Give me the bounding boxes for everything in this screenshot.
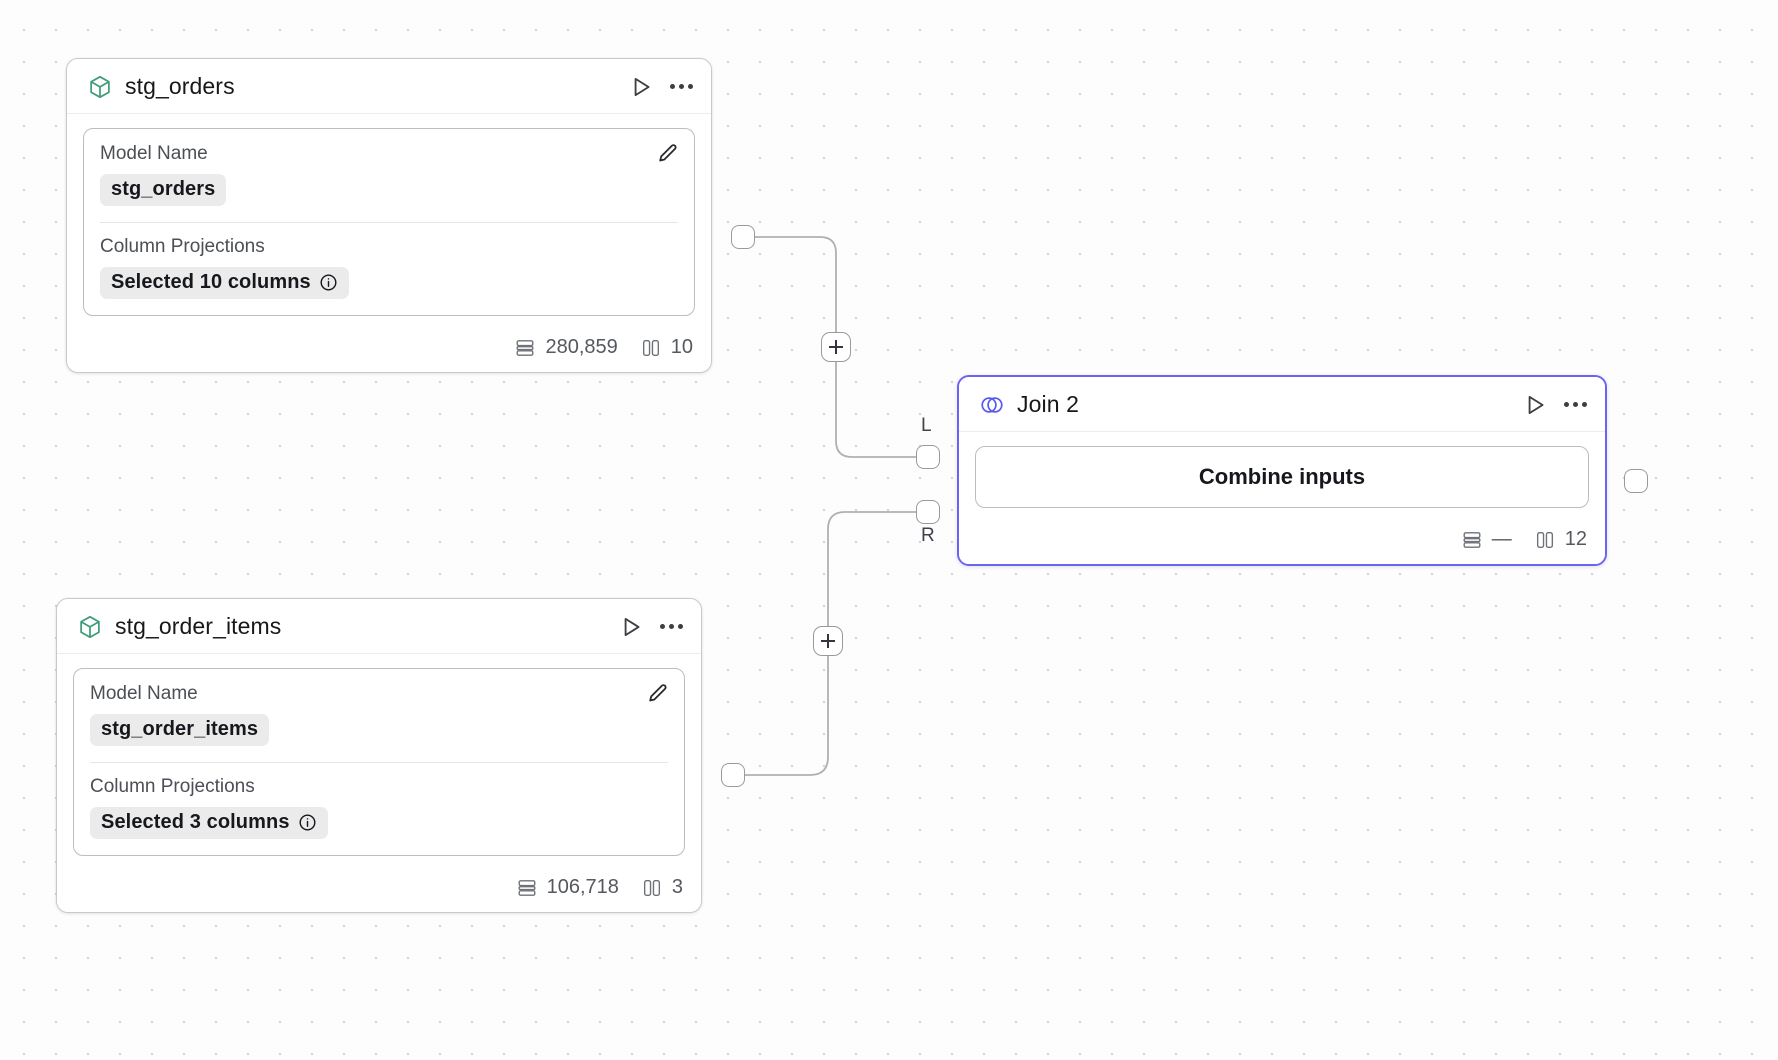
edit-pencil-icon[interactable] xyxy=(645,682,670,707)
port-output-stg-orders[interactable] xyxy=(731,225,755,249)
column-count-value: 10 xyxy=(670,336,693,358)
run-icon[interactable] xyxy=(1522,392,1548,418)
node-header: Join 2 xyxy=(959,377,1605,432)
node-body: Combine inputs xyxy=(959,432,1605,520)
info-icon[interactable] xyxy=(319,273,338,292)
row-count-value: 280,859 xyxy=(545,336,618,358)
column-count-stat: 3 xyxy=(641,876,683,899)
combine-inputs-button[interactable]: Combine inputs xyxy=(975,446,1589,508)
model-name-label: Model Name xyxy=(100,143,208,164)
column-count-value: 3 xyxy=(671,876,683,898)
column-count-stat: 12 xyxy=(1534,528,1587,551)
node-footer: — 12 xyxy=(959,520,1605,564)
node-header-actions xyxy=(1522,392,1587,418)
port-output-stg-order-items[interactable] xyxy=(721,763,745,787)
node-header: stg_order_items xyxy=(57,599,701,654)
more-options-icon[interactable] xyxy=(1564,398,1587,411)
node-header: stg_orders xyxy=(67,59,711,114)
info-icon[interactable] xyxy=(298,813,317,832)
cube-icon xyxy=(77,614,103,640)
node-stg-orders[interactable]: stg_orders Model Name xyxy=(66,58,712,373)
model-name-value[interactable]: stg_order_items xyxy=(90,714,270,746)
port-label-left: L xyxy=(921,415,932,436)
column-projections-value[interactable]: Selected 3 columns xyxy=(90,807,328,839)
model-name-label: Model Name xyxy=(90,683,198,704)
port-input-join-right[interactable] xyxy=(916,500,940,524)
row-count-value: — xyxy=(1491,528,1512,550)
column-projections-label: Column Projections xyxy=(90,776,255,797)
row-count-stat: — xyxy=(1461,528,1512,551)
edit-pencil-icon[interactable] xyxy=(655,142,680,167)
combine-inputs-label: Combine inputs xyxy=(1198,464,1366,489)
column-projections-value[interactable]: Selected 10 columns xyxy=(100,267,349,299)
run-icon[interactable] xyxy=(628,74,654,100)
node-title: stg_orders xyxy=(125,73,235,99)
node-header-actions xyxy=(628,74,693,100)
port-output-join-2[interactable] xyxy=(1624,469,1648,493)
model-config-panel: Model Name stg_order_items Column Projec… xyxy=(73,668,685,856)
node-stg-order-items[interactable]: stg_order_items Model Na xyxy=(56,598,702,913)
more-options-icon[interactable] xyxy=(660,620,683,633)
port-input-join-left[interactable] xyxy=(916,445,940,469)
cube-icon xyxy=(87,74,113,100)
add-node-button-lower[interactable] xyxy=(813,626,843,656)
more-options-icon[interactable] xyxy=(670,80,693,93)
panel-divider xyxy=(90,762,668,763)
model-config-panel: Model Name stg_orders Column Projections… xyxy=(83,128,695,316)
node-title: stg_order_items xyxy=(115,613,282,639)
column-projections-label: Column Projections xyxy=(100,236,265,257)
node-body: Model Name stg_order_items Column Projec… xyxy=(57,654,701,868)
add-node-button-upper[interactable] xyxy=(821,332,851,362)
venn-join-icon xyxy=(979,392,1005,418)
run-icon[interactable] xyxy=(618,614,644,640)
column-count-value: 12 xyxy=(1564,528,1587,550)
node-header-actions xyxy=(618,614,683,640)
node-footer: 280,859 10 xyxy=(67,328,711,372)
node-footer: 106,718 3 xyxy=(57,868,701,912)
row-count-value: 106,718 xyxy=(546,876,619,898)
node-body: Model Name stg_orders Column Projections… xyxy=(67,114,711,328)
model-name-value[interactable]: stg_orders xyxy=(100,174,227,206)
row-count-stat: 106,718 xyxy=(516,876,619,899)
port-label-right: R xyxy=(921,525,935,546)
row-count-stat: 280,859 xyxy=(514,336,618,359)
node-join-2[interactable]: Join 2 Combine inputs xyxy=(957,375,1607,566)
column-count-stat: 10 xyxy=(640,336,693,359)
panel-divider xyxy=(100,222,678,223)
node-title: Join 2 xyxy=(1017,391,1079,417)
